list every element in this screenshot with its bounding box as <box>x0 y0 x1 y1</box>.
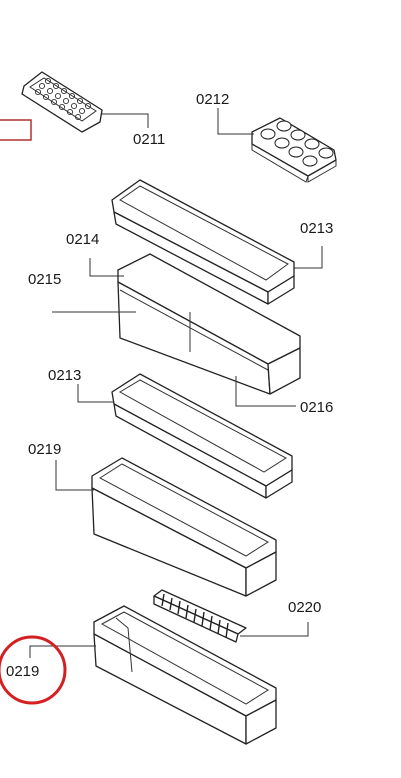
highlight-circle <box>0 635 67 705</box>
highlight-box <box>0 119 32 141</box>
part-0220-bottle-divider[interactable] <box>153 589 309 643</box>
part-0212-egg-tray[interactable] <box>217 108 337 183</box>
part-0213-door-shelf-middle[interactable] <box>77 373 293 499</box>
label-0214: 0214 <box>66 231 99 248</box>
label-0213-middle: 0213 <box>48 367 81 384</box>
label-0211: 0211 <box>133 131 165 148</box>
part-0211-ice-cube-tray[interactable] <box>21 71 149 133</box>
label-0216: 0216 <box>300 399 333 416</box>
label-0215: 0215 <box>28 271 61 288</box>
part-0219-bottle-shelf-upper[interactable] <box>55 457 277 597</box>
label-0213-top: 0213 <box>300 220 333 237</box>
label-0212: 0212 <box>196 91 229 108</box>
label-0220: 0220 <box>288 599 321 616</box>
part-0214-0216-covered-shelf[interactable] <box>52 253 301 407</box>
part-0219-bottle-shelf-lower[interactable] <box>29 605 277 745</box>
label-0219-top: 0219 <box>28 441 61 458</box>
part-0213-door-shelf-top[interactable] <box>111 179 323 305</box>
label-0219-bottom: 0219 <box>6 663 39 680</box>
